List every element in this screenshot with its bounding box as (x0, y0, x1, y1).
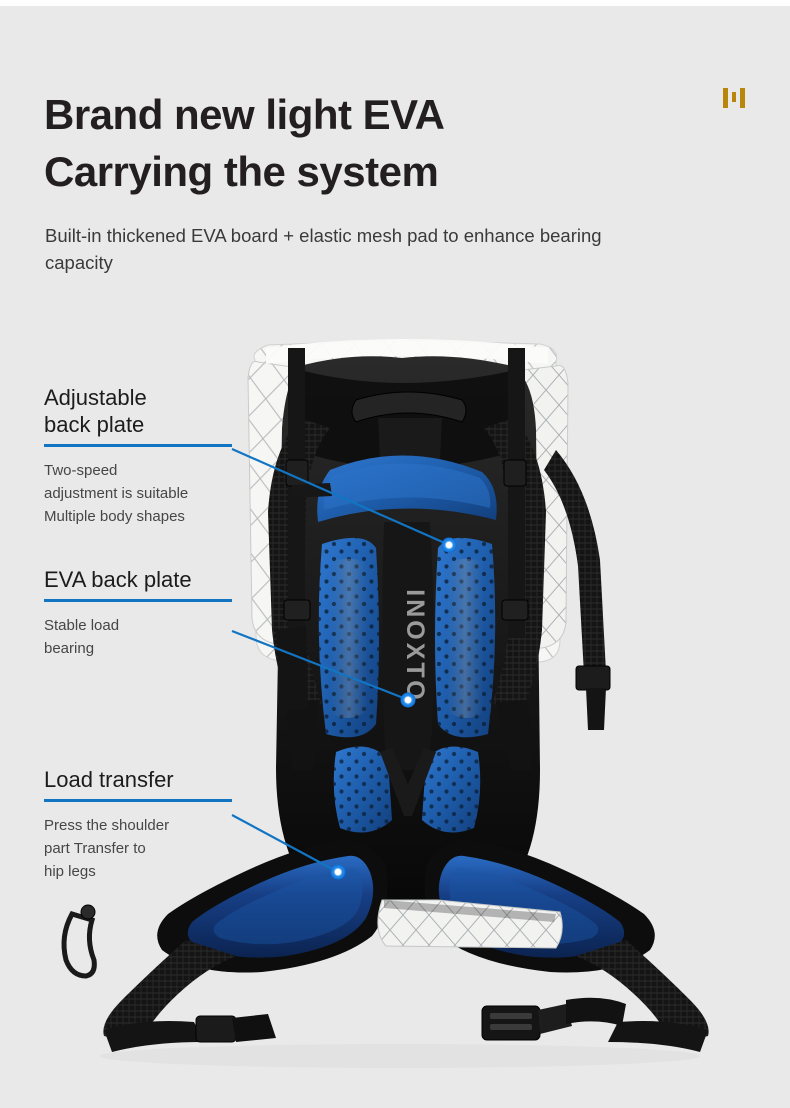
callout-underline (44, 599, 232, 602)
page-subtitle: Built-in thickened EVA board + elastic m… (45, 225, 602, 273)
compression-webbing-left (276, 348, 332, 710)
compression-webbing-right (501, 348, 529, 638)
hip-belt-left (157, 840, 388, 973)
leader-line-1 (231, 447, 448, 546)
eva-back-pad-left (318, 537, 379, 738)
ladderlock-buckle-right (481, 1004, 572, 1041)
top-white-strip (0, 0, 790, 6)
callout-body: Stable load bearing (44, 617, 120, 657)
quote-bars-icon (723, 88, 751, 110)
callout-load-transfer: Load transfer Press the shoulder part Tr… (44, 766, 279, 883)
lumbar-pad (333, 746, 481, 833)
page-title-line2: Carrying the system (44, 148, 439, 195)
side-strap-right (544, 450, 611, 730)
page-title: Brand new light EVA Carrying the system (44, 86, 584, 200)
product-image-backpack: INOXTO (61, 339, 709, 1068)
center-spine: INOXTO (382, 522, 434, 770)
leader-line-2 (231, 629, 407, 701)
callout-dots (330, 537, 457, 880)
callout-title: Adjustable back plate (44, 385, 147, 437)
page-title-line1: Brand new light EVA (44, 91, 445, 138)
callout-title: EVA back plate (44, 567, 192, 592)
brand-logo-text: INOXTO (401, 589, 429, 702)
callout-dot-1[interactable] (441, 537, 457, 553)
lumbar-white-panel (377, 899, 563, 949)
callout-dot-3[interactable] (330, 864, 346, 880)
callout-underline (44, 799, 232, 802)
eva-back-pad-right (435, 537, 496, 738)
callout-body: Two-speed adjustment is suitable Multipl… (44, 462, 189, 525)
callout-eva-back-plate: EVA back plate Stable load bearing (44, 566, 274, 660)
callout-adjustable-back-plate: Adjustable back plate Two-speed adjustme… (44, 384, 274, 528)
callout-title: Load transfer (44, 767, 174, 792)
callout-underline (44, 444, 232, 447)
hip-strap-right (481, 940, 709, 1052)
callout-dot-2[interactable] (400, 692, 416, 708)
hip-strap-left (61, 904, 276, 1052)
leader-line-3 (231, 814, 337, 872)
callout-body: Press the shoulder part Transfer to hip … (44, 817, 170, 880)
